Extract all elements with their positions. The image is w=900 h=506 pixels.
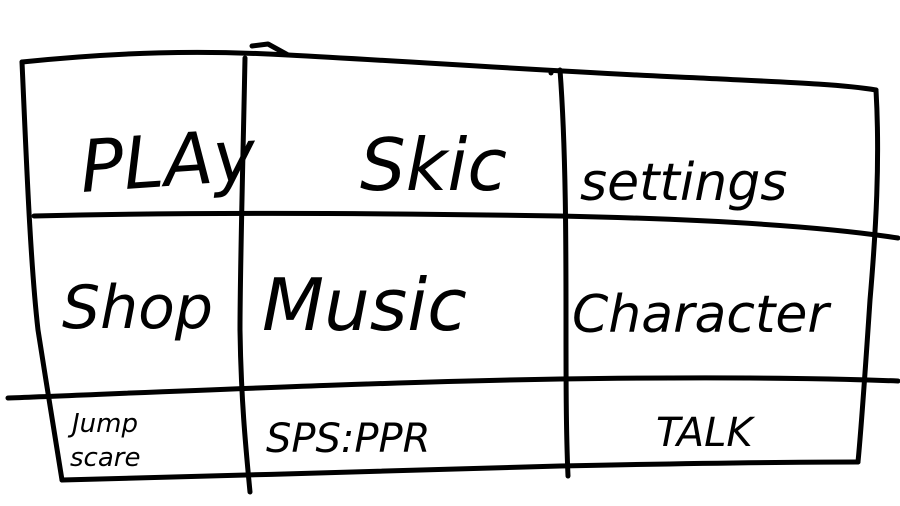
cell-play-label: PLAy <box>77 113 259 209</box>
cell-shop[interactable]: Shop <box>34 218 240 394</box>
frame-top-line <box>19 49 879 93</box>
cell-music-label: Music <box>262 263 467 347</box>
divider-vertical-2 <box>557 67 571 479</box>
cell-skin[interactable]: Skic <box>248 62 560 214</box>
cell-play[interactable]: PLAy <box>30 62 260 214</box>
cell-shop-label: Shop <box>62 273 213 343</box>
cell-music[interactable]: Music <box>244 216 564 382</box>
cell-jumpscare[interactable]: Jump scare <box>40 398 244 478</box>
divider-horizontal-2 <box>5 375 900 401</box>
cell-sps[interactable]: SPS:PPR <box>248 384 564 474</box>
cell-jumpscare-label-line2: scare <box>70 443 140 473</box>
cell-character[interactable]: Character <box>568 220 868 378</box>
cell-sps-label: SPS:PPR <box>266 416 430 462</box>
cell-jumpscare-label-line1: Jump <box>67 409 138 439</box>
frame-right-line <box>855 87 881 465</box>
cell-skin-label: Skic <box>360 123 507 207</box>
frame-top-tick <box>249 41 291 58</box>
frame-left-line <box>19 59 65 483</box>
divider-vertical-1 <box>237 55 253 495</box>
cell-settings[interactable]: settings <box>568 74 874 218</box>
cell-talk[interactable]: TALK <box>570 382 858 462</box>
grid-lines <box>5 41 900 495</box>
cell-settings-label: settings <box>580 153 787 213</box>
stray-dot <box>548 70 554 76</box>
cell-talk-label: TALK <box>656 410 755 456</box>
cell-character-label: Character <box>572 285 832 345</box>
frame-bottom-line <box>59 459 861 483</box>
divider-horizontal-1 <box>31 210 900 241</box>
